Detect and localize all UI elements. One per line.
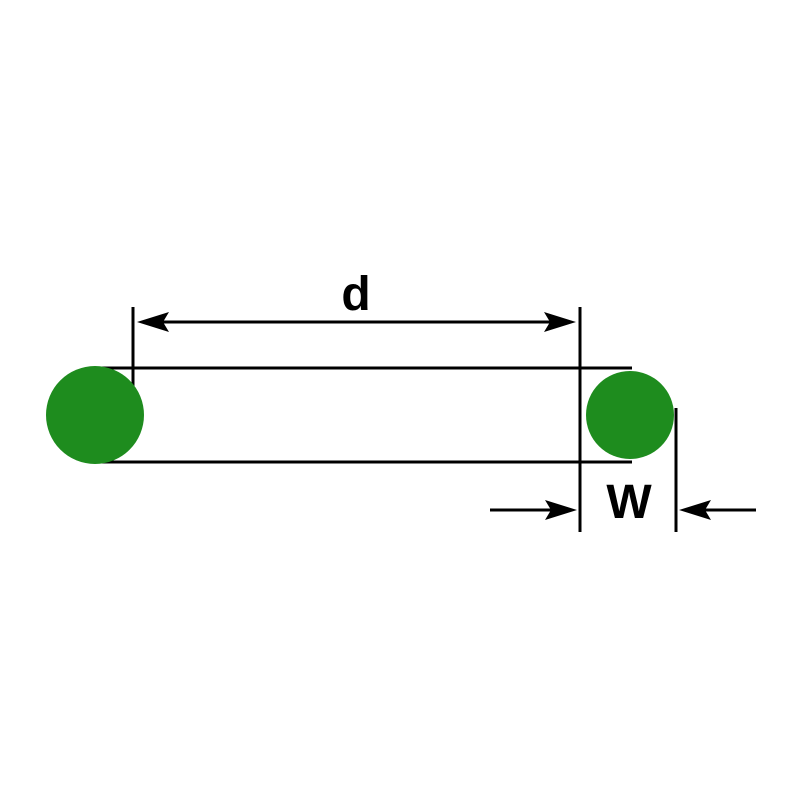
d-arrowhead-right-icon: [544, 312, 576, 332]
oring-cross-section-left: [46, 366, 144, 464]
dimension-label-d: d: [341, 268, 370, 321]
w-arrowhead-left-icon: [545, 500, 577, 520]
d-arrowhead-left-icon: [137, 312, 169, 332]
oring-cross-section-right: [586, 371, 674, 459]
dimension-label-w: W: [606, 476, 652, 529]
w-arrowhead-right-icon: [679, 500, 711, 520]
